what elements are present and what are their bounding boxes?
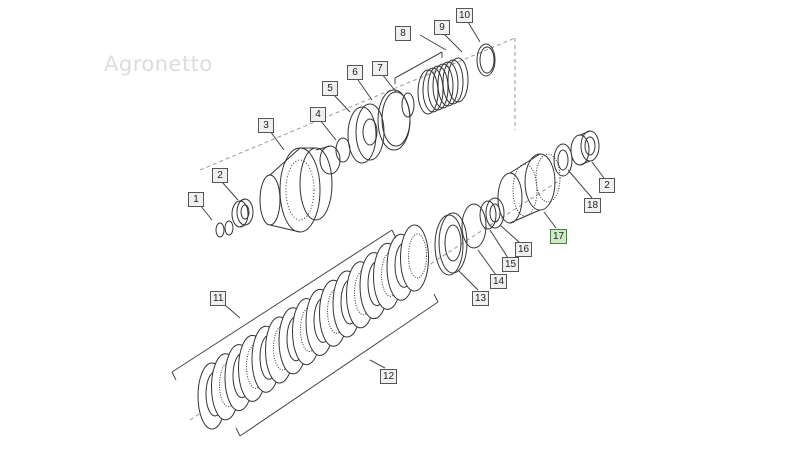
part-3-gear-drum bbox=[259, 145, 341, 233]
bracket-11 bbox=[171, 229, 397, 381]
part-15-ring bbox=[479, 200, 497, 230]
part-16-ring bbox=[485, 197, 505, 229]
bracket-12 bbox=[235, 293, 439, 437]
callout-11[interactable]: 11 bbox=[210, 291, 227, 306]
callout-3[interactable]: 3 bbox=[258, 118, 274, 133]
part-9-spring-stack bbox=[417, 57, 469, 115]
callout-14[interactable]: 14 bbox=[490, 274, 508, 289]
callout-7[interactable]: 7 bbox=[372, 61, 388, 76]
part-14-circlip bbox=[461, 203, 487, 249]
callout-15[interactable]: 15 bbox=[502, 257, 520, 272]
callout-2-left[interactable]: 2 bbox=[212, 168, 228, 183]
callout-18[interactable]: 18 bbox=[584, 198, 602, 213]
callout-12[interactable]: 12 bbox=[380, 369, 398, 384]
callout-6[interactable]: 6 bbox=[347, 65, 363, 80]
callout-8[interactable]: 8 bbox=[395, 26, 411, 41]
part-1-rings bbox=[215, 220, 234, 238]
callout-2-right[interactable]: 2 bbox=[599, 178, 615, 193]
part-13-thrust-washer bbox=[434, 212, 468, 276]
callout-17-highlighted[interactable]: 17 bbox=[550, 229, 568, 244]
part-10-retaining-ring bbox=[476, 43, 496, 77]
clutch-plate bbox=[400, 224, 429, 292]
callout-5[interactable]: 5 bbox=[322, 81, 338, 96]
callout-9[interactable]: 9 bbox=[434, 20, 450, 35]
part-11-12-clutch-plates bbox=[197, 224, 429, 430]
callout-1[interactable]: 1 bbox=[188, 192, 204, 207]
part-7-ring bbox=[401, 92, 415, 118]
bracket-8 bbox=[394, 51, 443, 84]
callout-16[interactable]: 16 bbox=[515, 242, 533, 257]
part-2-bearing-left bbox=[231, 198, 254, 228]
watermark-text: Agronetto bbox=[104, 52, 213, 76]
part-18-ring bbox=[553, 143, 573, 177]
part-2-bearing-right bbox=[570, 130, 600, 166]
callout-4[interactable]: 4 bbox=[310, 107, 326, 122]
callout-13[interactable]: 13 bbox=[472, 291, 490, 306]
clutch-plate-bore bbox=[408, 233, 427, 279]
callout-10[interactable]: 10 bbox=[456, 8, 474, 23]
part-17-splined-hub bbox=[497, 153, 561, 224]
leader-lines bbox=[199, 21, 605, 369]
